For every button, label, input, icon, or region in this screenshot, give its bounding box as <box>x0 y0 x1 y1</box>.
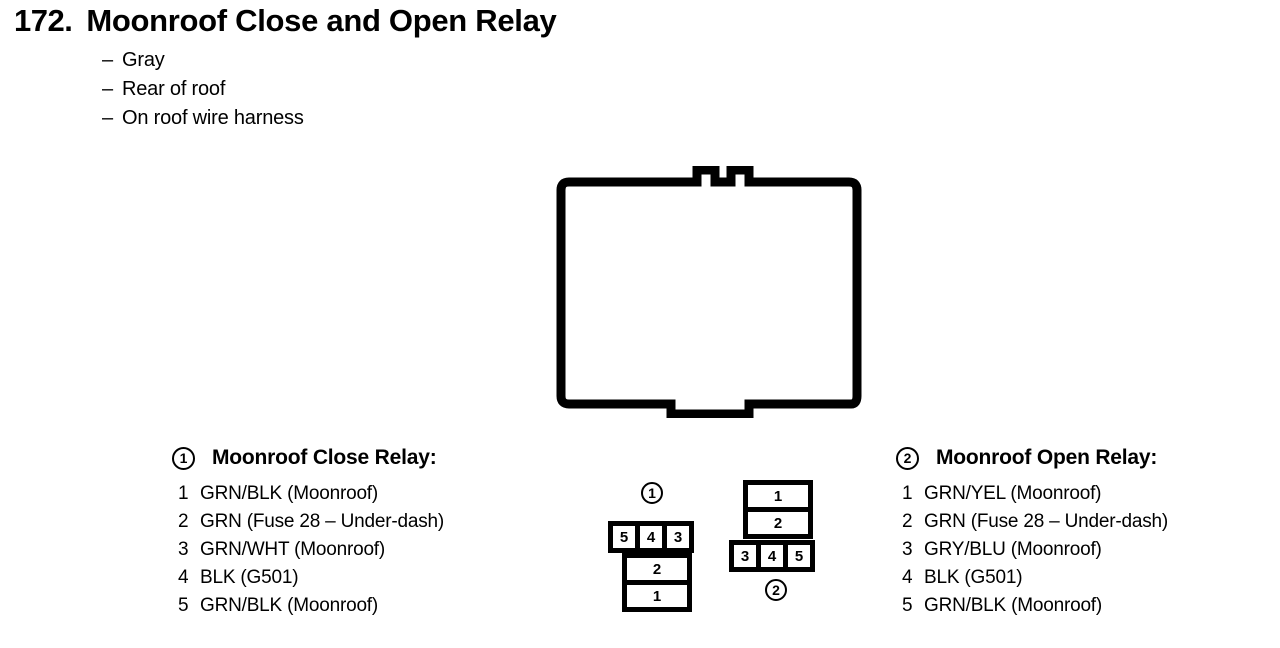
terminal-stack-2: 1 2 <box>743 480 813 539</box>
connector-marker-2: 2 <box>765 579 787 601</box>
terminal-cell: 2 <box>627 558 687 580</box>
bullet-dash-icon: – <box>102 49 113 71</box>
legend-moonroof-close-relay: 1 Moonroof Close Relay: 1 GRN/BLK (Moonr… <box>172 443 444 620</box>
list-item: 3 GRN/WHT (Moonroof) <box>172 536 444 564</box>
legend-header: 2 Moonroof Open Relay: <box>896 443 1168 473</box>
terminal-cell: 4 <box>640 526 662 548</box>
legend-pin-list: 1 GRN/BLK (Moonroof) 2 GRN (Fuse 28 – Un… <box>172 480 444 620</box>
pin-description: GRN (Fuse 28 – Under-dash) <box>200 511 445 532</box>
pin-number: 3 <box>178 539 189 560</box>
terminal-cell: 3 <box>734 545 756 567</box>
list-item: 4 BLK (G501) <box>896 564 1168 592</box>
pin-number: 1 <box>902 483 913 504</box>
page-title: 172. Moonroof Close and Open Relay <box>14 2 634 40</box>
bullet-text: On roof wire harness <box>122 107 304 129</box>
legend-title: Moonroof Close Relay: <box>212 446 437 469</box>
terminal-stack-1: 2 1 <box>622 553 692 612</box>
bullet-dash-icon: – <box>102 78 113 100</box>
pin-number: 3 <box>902 539 913 560</box>
legend-moonroof-open-relay: 2 Moonroof Open Relay: 1 GRN/YEL (Moonro… <box>896 443 1168 620</box>
list-item: 2 GRN (Fuse 28 – Under-dash) <box>896 508 1168 536</box>
connector-housing-outline <box>556 166 862 418</box>
list-item: 4 BLK (G501) <box>172 564 444 592</box>
page-header: 172. Moonroof Close and Open Relay –Gray… <box>14 2 634 133</box>
list-item: –Gray <box>102 46 634 75</box>
connector-marker-1: 1 <box>641 482 663 504</box>
legend-pin-list: 1 GRN/YEL (Moonroof) 2 GRN (Fuse 28 – Un… <box>896 480 1168 620</box>
terminal-row-bottom-2: 3 4 5 <box>729 540 815 572</box>
legend-title: Moonroof Open Relay: <box>936 446 1158 469</box>
pin-description: GRN/BLK (Moonroof) <box>200 483 379 504</box>
bullet-dash-icon: – <box>102 107 113 129</box>
terminal-cell: 2 <box>748 512 808 534</box>
pin-description: GRN/YEL (Moonroof) <box>924 483 1102 504</box>
terminal-cell: 1 <box>627 585 687 607</box>
pin-description: GRN/BLK (Moonroof) <box>924 595 1103 616</box>
list-item: 1 GRN/BLK (Moonroof) <box>172 480 444 508</box>
pin-description: BLK (G501) <box>924 567 1023 588</box>
relay-connector-diagram: 1 5 4 3 2 1 1 2 3 4 5 2 <box>553 166 865 612</box>
pin-number: 1 <box>178 483 189 504</box>
list-item: 5 GRN/BLK (Moonroof) <box>896 592 1168 620</box>
pin-description: GRN/BLK (Moonroof) <box>200 595 379 616</box>
legend-header: 1 Moonroof Close Relay: <box>172 443 444 473</box>
list-item: –On roof wire harness <box>102 104 634 133</box>
terminal-cell: 1 <box>748 485 808 507</box>
list-item: 5 GRN/BLK (Moonroof) <box>172 592 444 620</box>
pin-number: 4 <box>902 567 913 588</box>
pin-number: 4 <box>178 567 189 588</box>
page-title-text: Moonroof Close and Open Relay <box>86 3 557 38</box>
list-item: 2 GRN (Fuse 28 – Under-dash) <box>172 508 444 536</box>
pin-number: 2 <box>902 511 913 532</box>
pin-description: BLK (G501) <box>200 567 299 588</box>
terminal-cell: 5 <box>613 526 635 548</box>
terminal-cell: 5 <box>788 545 810 567</box>
pin-number: 5 <box>902 595 913 616</box>
list-item: –Rear of roof <box>102 75 634 104</box>
pin-description: GRN/WHT (Moonroof) <box>200 539 386 560</box>
bullet-text: Rear of roof <box>122 78 226 100</box>
legend-marker-1: 1 <box>172 446 195 470</box>
spec-bullet-list: –Gray –Rear of roof –On roof wire harnes… <box>102 46 634 133</box>
terminal-cell: 3 <box>667 526 689 548</box>
legend-marker-2: 2 <box>896 446 919 470</box>
terminal-cell: 4 <box>761 545 783 567</box>
pin-description: GRN (Fuse 28 – Under-dash) <box>924 511 1169 532</box>
page-number: 172. <box>14 3 73 38</box>
pin-number: 2 <box>178 511 189 532</box>
bullet-text: Gray <box>122 49 165 71</box>
pin-number: 5 <box>178 595 189 616</box>
list-item: 1 GRN/YEL (Moonroof) <box>896 480 1168 508</box>
list-item: 3 GRY/BLU (Moonroof) <box>896 536 1168 564</box>
pin-description: GRY/BLU (Moonroof) <box>924 539 1102 560</box>
terminal-row-top-1: 5 4 3 <box>608 521 694 553</box>
